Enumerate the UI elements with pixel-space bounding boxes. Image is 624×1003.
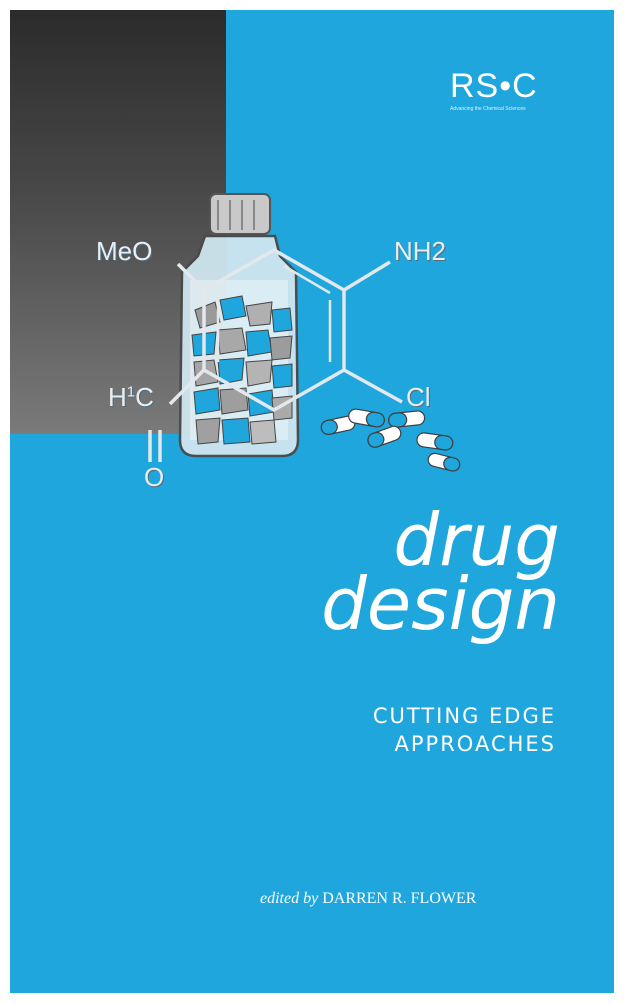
title-line-drug: drug <box>393 498 560 582</box>
pill-bottle-icon <box>178 193 300 458</box>
cover-illustration <box>148 193 461 472</box>
carbon-h: H <box>108 382 127 412</box>
molecule-structure <box>148 247 403 462</box>
book-subtitle: CUTTING EDGE APPROACHES <box>373 702 556 758</box>
editor-name: DARREN R. FLOWER <box>322 890 477 907</box>
book-cover: RS•C Advancing the Chemical Sciences MeO… <box>10 10 614 993</box>
book-title: drug design <box>321 498 560 646</box>
methoxy-label: MeO <box>96 236 153 266</box>
capsules-icon <box>320 408 461 472</box>
amine-label: NH2 <box>394 236 446 267</box>
publisher-logo: RS•C Advancing the Chemical Sciences <box>450 68 570 112</box>
oxygen-label: O <box>144 462 165 492</box>
carbon-group-label: H1C <box>108 382 154 413</box>
title-line-design: design <box>321 562 560 646</box>
carbon-superscript: 1 <box>126 383 136 401</box>
rsc-logo-mark: RS•C <box>450 67 538 105</box>
carbon-c: C <box>135 382 154 412</box>
editor-credit: edited by DARREN R. FLOWER <box>260 890 476 908</box>
chlorine-label: Cl <box>406 382 431 412</box>
subtitle-line-2: APPROACHES <box>394 732 556 756</box>
publisher-tagline: Advancing the Chemical Sciences <box>450 106 526 112</box>
editor-prefix: edited by <box>260 890 319 907</box>
subtitle-line-1: CUTTING EDGE <box>372 704 556 728</box>
amine-text: NH2 <box>394 236 447 266</box>
